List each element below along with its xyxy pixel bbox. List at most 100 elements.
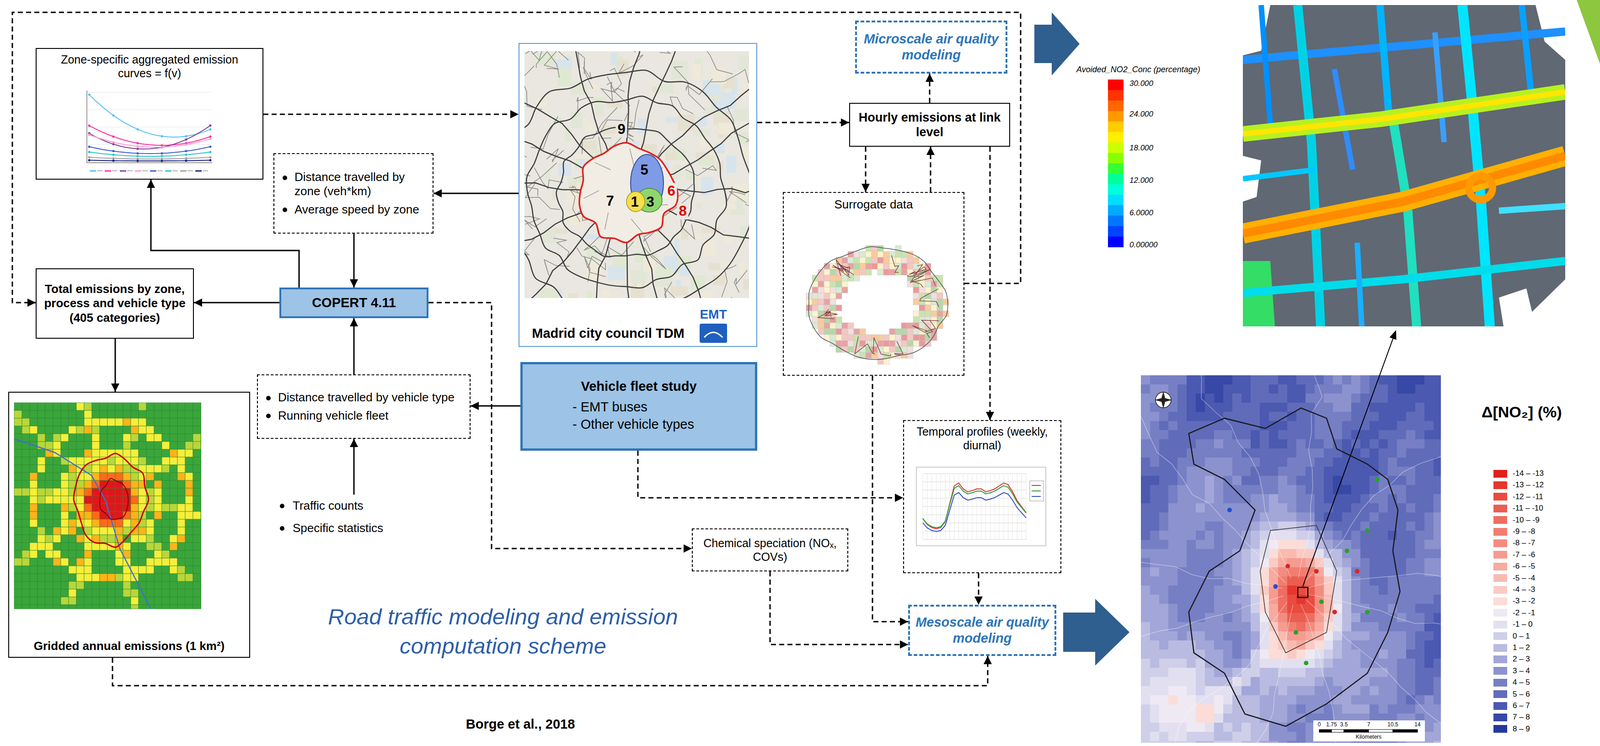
gridded-emissions-map bbox=[107, 550, 116, 559]
mesoscale-no2-change-map bbox=[1177, 658, 1188, 669]
mesoscale-no2-change-map bbox=[1168, 622, 1178, 632]
mesoscale-no2-change-map bbox=[1278, 375, 1288, 386]
emission-curve-chart bbox=[127, 170, 133, 172]
gridded-emissions-map bbox=[192, 449, 201, 458]
surrogate-grid-map bbox=[829, 334, 836, 341]
gridded-emissions-map bbox=[161, 472, 170, 481]
gridded-emissions-map bbox=[60, 418, 69, 427]
emission-curve-chart bbox=[185, 135, 188, 138]
mesoscale-no2-change-map bbox=[1150, 658, 1160, 669]
gridded-emissions-map bbox=[138, 433, 147, 442]
mesoscale-no2-change-map bbox=[1259, 530, 1270, 541]
surrogate-grid-map bbox=[936, 305, 943, 311]
temporal-profile-chart bbox=[922, 473, 924, 540]
mesoscale-no2-change-map bbox=[1214, 476, 1224, 486]
gridded-emissions-map bbox=[185, 441, 193, 450]
gridded-emissions-map bbox=[161, 581, 170, 590]
gridded-emissions-map bbox=[169, 566, 178, 574]
gridded-emissions-map bbox=[53, 503, 61, 512]
gridded-emissions-map bbox=[161, 511, 170, 520]
gridded-emissions-map bbox=[68, 472, 77, 481]
gridded-emissions-map bbox=[76, 604, 85, 610]
mesoscale-no2-change-map bbox=[1214, 640, 1224, 651]
gridded-emissions-map bbox=[138, 535, 147, 543]
madrid-road-network-map bbox=[625, 51, 645, 53]
gridded-emissions-map bbox=[130, 589, 139, 598]
surrogate-grid-map bbox=[812, 310, 819, 317]
surrogate-grid-map bbox=[859, 251, 866, 258]
mesoscale-no2-change-map bbox=[1159, 649, 1169, 660]
surrogate-grid-map bbox=[877, 263, 884, 270]
mesoscale-no2-change-map bbox=[1195, 677, 1206, 687]
gridded-emissions-map bbox=[130, 535, 139, 543]
gridded-emissions-map bbox=[84, 441, 92, 450]
gridded-emissions-map bbox=[21, 503, 30, 512]
mesoscale-no2-change-map bbox=[1195, 722, 1206, 733]
gridded-emissions-map bbox=[14, 496, 22, 504]
gridded-emissions-map bbox=[91, 503, 100, 512]
gridded-emissions-map bbox=[138, 449, 147, 458]
mesoscale-no2-change-map bbox=[1232, 476, 1242, 486]
gridded-emissions-map bbox=[130, 426, 139, 434]
madrid-road-network-map bbox=[708, 263, 721, 271]
surrogate-grid-map bbox=[847, 257, 854, 264]
mesoscale-no2-change-map bbox=[1159, 466, 1169, 477]
mesoscale-no2-change-map bbox=[1177, 485, 1188, 495]
mesoscale-no2-change-map bbox=[1159, 677, 1169, 687]
gridded-emissions-map bbox=[177, 558, 186, 567]
gridded-emissions-map bbox=[115, 503, 124, 512]
gridded-emissions-map bbox=[192, 410, 201, 419]
mesoscale-no2-change-map bbox=[1232, 384, 1242, 395]
gridded-emissions-map bbox=[169, 472, 178, 481]
surrogate-grid-map bbox=[841, 257, 848, 264]
mesoscale-no2-change-map bbox=[1159, 476, 1169, 486]
mesoscale-no2-change-map bbox=[1140, 713, 1151, 724]
gridded-emissions-map bbox=[68, 542, 77, 551]
surrogate-grid-map bbox=[889, 251, 896, 258]
mesoscale-no2-change-map bbox=[1159, 594, 1169, 605]
gridded-emissions-map bbox=[185, 542, 193, 551]
madrid-road-network-map bbox=[530, 116, 559, 150]
gridded-emissions-map bbox=[21, 465, 30, 473]
mesoscale-no2-change-map bbox=[1186, 521, 1197, 532]
mesoscale-no2-change-map bbox=[1268, 732, 1279, 742]
surrogate-grid-map bbox=[812, 299, 819, 306]
surrogate-grid-map bbox=[877, 340, 884, 347]
temporal-profile-chart bbox=[985, 473, 986, 540]
gridded-emissions-map bbox=[45, 566, 54, 574]
mesoscale-no2-change-map bbox=[1268, 558, 1279, 568]
mesoscale-no2-change-map bbox=[1204, 412, 1215, 422]
mesoscale-no2-change-map bbox=[1250, 393, 1261, 404]
gridded-emissions-map bbox=[154, 511, 162, 520]
gridded-emissions-map bbox=[37, 418, 46, 427]
gridded-emissions-map bbox=[14, 402, 202, 610]
mesoscale-no2-change-map bbox=[1177, 558, 1188, 568]
mesoscale-no2-change-map bbox=[1195, 604, 1206, 614]
gridded-emissions-map bbox=[37, 604, 46, 610]
madrid-road-network-map bbox=[664, 282, 676, 299]
gridded-emissions-map bbox=[14, 449, 22, 458]
gridded-emissions-map bbox=[45, 597, 54, 605]
gridded-emissions-map bbox=[99, 597, 108, 605]
mesoscale-no2-change-map bbox=[1223, 430, 1233, 440]
gridded-emissions-map bbox=[138, 410, 147, 419]
mesoscale-no2-change-map bbox=[1223, 503, 1233, 514]
mesoscale-no2-change-map bbox=[1177, 613, 1188, 623]
temporal-profile-chart bbox=[916, 467, 1046, 546]
mesoscale-no2-change-map bbox=[1214, 503, 1224, 514]
gridded-emissions-map bbox=[53, 597, 61, 605]
gridded-emissions-map bbox=[192, 465, 201, 473]
gridded-emissions-map bbox=[21, 589, 30, 598]
madrid-road-network-map bbox=[654, 51, 670, 54]
gridded-emissions-map bbox=[161, 465, 170, 473]
mesoscale-no2-change-map bbox=[1177, 375, 1188, 386]
mesoscale-no2-change-map bbox=[1195, 567, 1206, 578]
gridded-emissions-map bbox=[130, 418, 139, 427]
emission-curve-chart bbox=[79, 86, 215, 177]
temporal-profile-chart bbox=[926, 473, 928, 540]
microscale-no2-map bbox=[1498, 288, 1536, 327]
mesoscale-no2-change-map bbox=[1259, 695, 1270, 706]
gridded-emissions-map bbox=[177, 441, 186, 450]
gridded-emissions-map bbox=[68, 441, 77, 450]
gridded-emissions-map bbox=[37, 597, 46, 605]
